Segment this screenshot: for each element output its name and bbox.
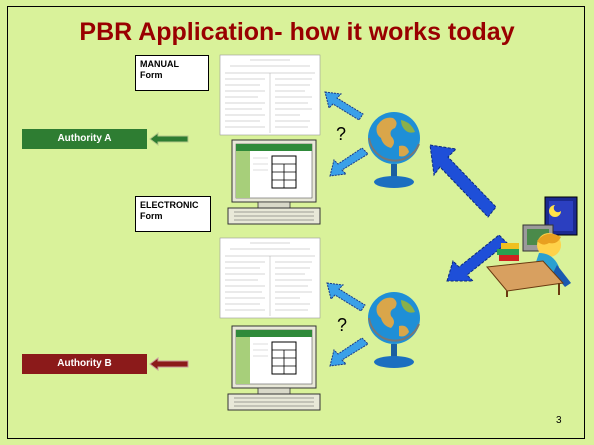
page-number: 3 [556, 415, 562, 426]
manual-form-document-icon [219, 54, 321, 136]
diagonal-arrow-icon-3 [326, 282, 366, 312]
person-at-computer-icon [486, 196, 578, 297]
computer-icon-bottom [227, 325, 321, 411]
manual-label-line2: Form [140, 70, 163, 80]
diagonal-arrow-icon-1 [324, 91, 364, 121]
manual-form-document-icon-b [219, 237, 321, 319]
authority-b-badge: Authority B [22, 354, 147, 374]
diagonal-arrow-icon-4 [329, 337, 369, 367]
manual-label-line1: MANUAL [140, 59, 179, 69]
question-mark-top: ? [336, 124, 347, 144]
electronic-label-line2: Form [140, 211, 163, 221]
electronic-label-line1: ELECTRONIC [140, 200, 199, 210]
manual-form-label: MANUAL Form [135, 55, 209, 91]
slide-frame [7, 6, 585, 439]
electronic-form-label: ELECTRONIC Form [135, 196, 211, 232]
globe-icon-top [368, 112, 420, 188]
slide-title: PBR Application- how it works today [79, 18, 515, 46]
globe-icon-bottom [368, 292, 420, 368]
big-arrow-icon-upper [429, 144, 497, 218]
diagonal-arrow-icon-2 [329, 147, 369, 177]
question-mark-bottom: ? [337, 315, 348, 335]
authority-a-badge: Authority A [22, 129, 147, 149]
big-arrow-icon-lower [446, 234, 508, 282]
computer-icon-top [227, 139, 321, 225]
left-arrow-icon-a [149, 132, 189, 146]
left-arrow-icon-b [149, 357, 189, 371]
